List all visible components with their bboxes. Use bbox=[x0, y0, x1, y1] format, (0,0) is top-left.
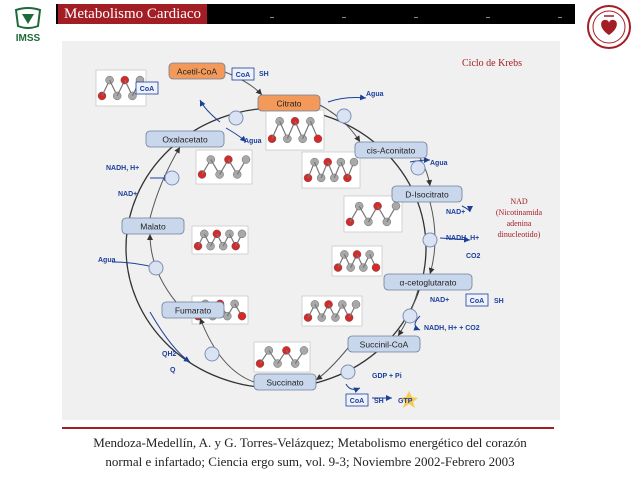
citation-line-1: Mendoza-Medellín, A. y G. Torres-Velázqu… bbox=[93, 435, 527, 450]
label-nad3: NAD+ bbox=[118, 191, 137, 198]
node-label-disoc: D-Isocitrato bbox=[405, 190, 449, 200]
side-arrow bbox=[327, 94, 367, 103]
node-label-aceto: α-cetoglutarato bbox=[400, 278, 457, 288]
cycle-arrow bbox=[199, 317, 255, 383]
enzyme-marker bbox=[228, 110, 244, 126]
label-nad2: NAD+ bbox=[430, 297, 449, 304]
node-disoc bbox=[391, 185, 463, 203]
slide-title: Metabolismo Cardiaco bbox=[58, 4, 208, 24]
enzyme-marker bbox=[402, 308, 418, 324]
side-arrow bbox=[345, 383, 361, 394]
header-tick bbox=[414, 17, 418, 18]
label-co2a: CO2 bbox=[466, 253, 481, 260]
molecule-structure bbox=[95, 69, 147, 107]
diagram-title: Ciclo de Krebs bbox=[462, 58, 522, 69]
molecule-structure bbox=[331, 245, 383, 277]
node-label-citrato: Citrato bbox=[276, 99, 301, 109]
enzyme-marker bbox=[164, 170, 180, 186]
node-aceto bbox=[383, 273, 473, 291]
node-succ bbox=[253, 373, 317, 391]
label-qh2: QH2 bbox=[162, 351, 177, 358]
side-arrow bbox=[409, 157, 431, 164]
header-tick bbox=[486, 17, 490, 18]
molecule-structure bbox=[301, 295, 363, 327]
node-fum bbox=[161, 301, 225, 319]
enzyme-marker bbox=[410, 160, 426, 176]
header-tick bbox=[270, 17, 274, 18]
label-coa2: CoA bbox=[470, 298, 484, 305]
enzyme-marker bbox=[422, 232, 438, 248]
node-citrato bbox=[257, 94, 321, 112]
citation-line-2: normal e infartado; Ciencia ergo sum, vo… bbox=[105, 454, 515, 469]
side-arrow bbox=[225, 127, 247, 143]
cycle-arrow bbox=[315, 347, 349, 381]
side-arrow bbox=[413, 315, 421, 331]
side-arrow bbox=[149, 311, 191, 363]
label-agua2: Agua bbox=[244, 138, 262, 145]
side-arrow bbox=[461, 205, 473, 213]
label-nadh2: NADH, H+ + CO2 bbox=[424, 325, 480, 332]
label-agua1: Agua bbox=[366, 91, 384, 98]
label-coainset: CoA bbox=[140, 86, 154, 93]
node-label-fum: Fumarato bbox=[175, 306, 212, 316]
side-arrow bbox=[439, 236, 471, 243]
citation: Mendoza-Medellín, A. y G. Torres-Velázqu… bbox=[62, 433, 558, 471]
label-box-coa3 bbox=[345, 393, 369, 407]
label-gdp: GDP + Pi bbox=[372, 373, 402, 380]
header-tick bbox=[558, 17, 562, 18]
label-nad1: NAD+ bbox=[446, 209, 465, 216]
side-arrow bbox=[199, 99, 221, 123]
label-gtp: GTP bbox=[398, 398, 413, 405]
enzyme-marker bbox=[148, 260, 164, 276]
molecule-structure bbox=[191, 225, 249, 255]
node-oxal bbox=[145, 130, 225, 148]
nad-note: NAD (Nicotinamida adenina dinucleotido) bbox=[495, 197, 543, 239]
label-box-coash1 bbox=[231, 67, 255, 81]
cycle-arrow bbox=[224, 71, 263, 96]
molecule-structure bbox=[301, 151, 361, 189]
header-tick bbox=[342, 17, 346, 18]
label-coa2s: SH bbox=[494, 298, 504, 305]
node-mal bbox=[121, 217, 185, 235]
imss-logo-text: IMSS bbox=[16, 33, 41, 44]
heart-emblem-logo bbox=[587, 5, 631, 49]
node-cisacon bbox=[354, 141, 428, 159]
enzyme-marker bbox=[204, 346, 220, 362]
label-coa3s: SH bbox=[374, 398, 384, 405]
label-box-coa2 bbox=[465, 293, 489, 307]
divider-line bbox=[62, 427, 554, 429]
molecule-structure bbox=[253, 341, 311, 373]
gtp-burst-icon bbox=[400, 391, 418, 408]
label-nadh1: NADH, H+ bbox=[446, 235, 479, 242]
node-label-mal: Malato bbox=[140, 222, 166, 232]
cycle-arrow bbox=[149, 146, 181, 219]
enzyme-marker bbox=[340, 364, 356, 380]
node-label-oxal: Oxalacetato bbox=[162, 135, 208, 145]
label-coa3: CoA bbox=[350, 398, 364, 405]
molecule-structure bbox=[195, 149, 253, 185]
node-label-succoa: Succinil-CoA bbox=[360, 340, 409, 350]
label-q: Q bbox=[170, 367, 176, 374]
label-agua4: Agua bbox=[98, 257, 116, 264]
imss-logo: IMSS bbox=[8, 6, 48, 46]
node-label-succ: Succinato bbox=[266, 378, 304, 388]
label-nadh3: NADH, H+ bbox=[106, 165, 139, 172]
molecule-structure bbox=[343, 195, 403, 233]
label-coash1: CoA bbox=[236, 72, 250, 79]
node-label-acetil: Acetil-CoA bbox=[177, 67, 217, 77]
label-box-coainset bbox=[135, 81, 159, 95]
node-acetil bbox=[168, 62, 226, 80]
node-succoa bbox=[347, 335, 421, 353]
node-label-cisacon: cis-Aconitato bbox=[367, 146, 416, 156]
label-agua3: Agua bbox=[430, 160, 448, 167]
label-coash1s: SH bbox=[259, 71, 269, 78]
enzyme-marker bbox=[336, 108, 352, 124]
molecule-structure bbox=[265, 109, 325, 151]
